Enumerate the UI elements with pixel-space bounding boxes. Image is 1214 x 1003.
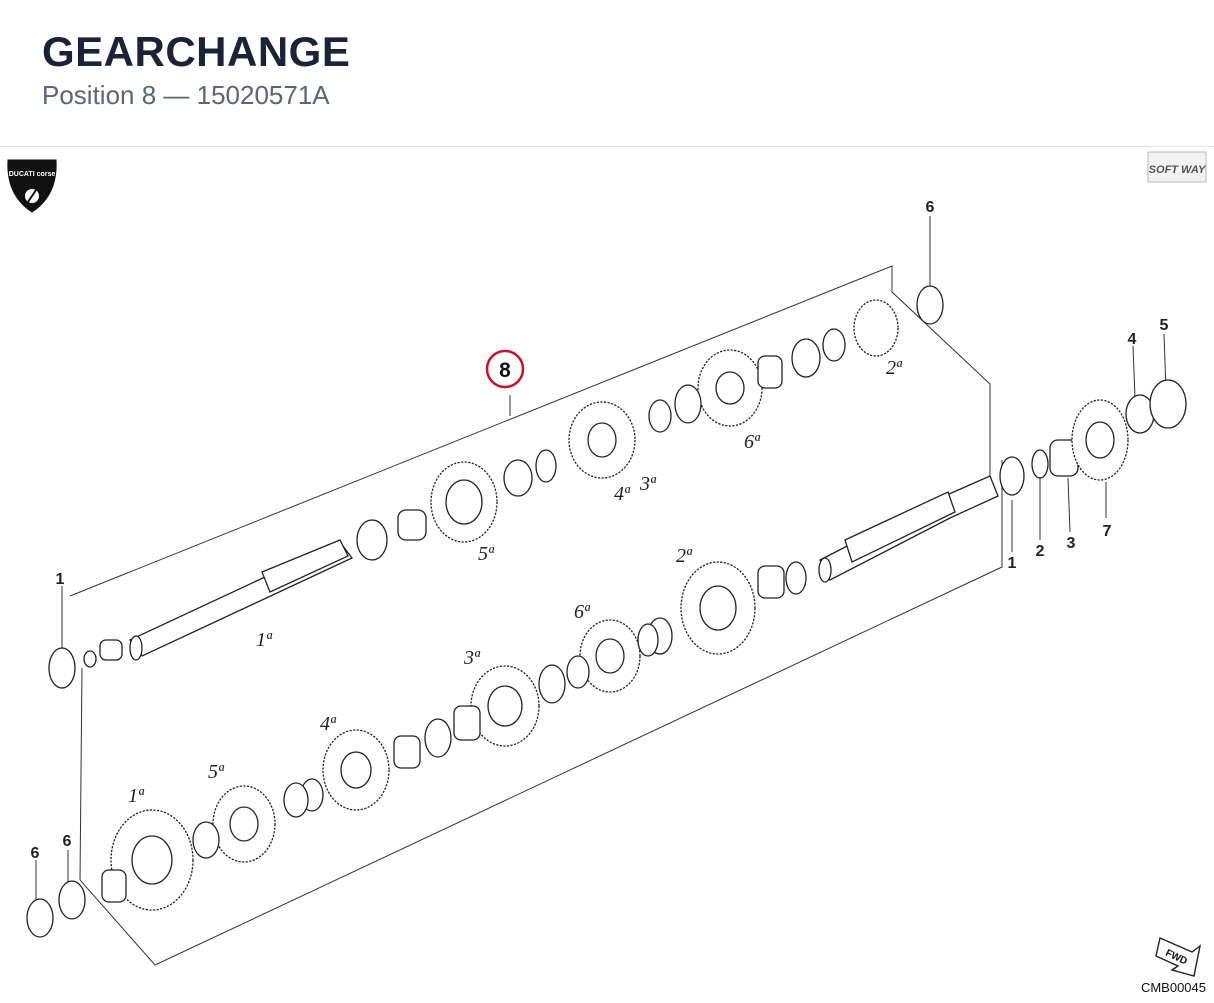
drawing-code: CMB00045	[1141, 980, 1206, 995]
highlight-label: 8	[499, 359, 511, 382]
secondary-shaft	[818, 475, 999, 583]
leader-4	[1132, 345, 1136, 399]
exploded-diagram: DUCATI corse SOFT WAY	[7, 151, 1207, 995]
primary-shaft	[128, 539, 354, 661]
gear-label-bot-1: 1ª	[128, 785, 145, 807]
callout-6-top[interactable]: 6	[926, 199, 935, 216]
callout-6-bl2[interactable]: 6	[63, 833, 72, 850]
gear-top-2	[853, 299, 899, 357]
softway-logo-text: SOFT WAY	[1149, 164, 1207, 176]
softway-logo: SOFT WAY	[1147, 151, 1207, 183]
callout-6-bl1[interactable]: 6	[31, 845, 40, 862]
gear-top-5	[430, 461, 498, 543]
frame-top-upper	[69, 265, 991, 597]
callout-1-left[interactable]: 1	[56, 571, 65, 588]
gear-label-top-2: 2ª	[886, 357, 903, 379]
ducati-logo-text: DUCATI corse	[9, 171, 56, 178]
gear-bot-2	[680, 561, 756, 655]
page-header: GEARCHANGE Position 8 — 15020571A	[0, 0, 1214, 147]
gear-top-4-3	[568, 401, 636, 479]
gear-top-6	[697, 349, 763, 427]
callout-2[interactable]: 2	[1036, 543, 1045, 560]
primary-small-parts	[48, 509, 427, 689]
gear-label-bot-6: 6ª	[574, 601, 591, 623]
secondary-rings	[26, 561, 807, 938]
highlight-callout-8[interactable]: 8	[485, 349, 525, 389]
output-parts	[999, 379, 1187, 496]
callout-3[interactable]: 3	[1067, 535, 1076, 552]
gear-label-top-5: 5ª	[478, 543, 495, 565]
gear-bot-4	[322, 729, 390, 811]
gear-bot-3	[470, 665, 540, 747]
callout-1-right[interactable]: 1	[1008, 555, 1017, 572]
gear-label-top-4: 4ª	[614, 483, 631, 505]
gear-label-top-3: 3ª	[639, 473, 657, 495]
gear-label-top-1: 1ª	[256, 629, 273, 651]
leader-3	[1067, 477, 1071, 533]
page-title: GEARCHANGE	[42, 28, 351, 75]
callout-4[interactable]: 4	[1128, 331, 1137, 348]
fwd-arrow-icon: FWD	[1155, 937, 1202, 977]
gear-bot-5	[212, 785, 276, 863]
callout-5[interactable]: 5	[1160, 317, 1169, 334]
gear-label-bot-2: 2ª	[676, 545, 693, 567]
ducati-corse-logo: DUCATI corse	[7, 159, 57, 213]
gear-bot-6	[579, 619, 641, 693]
gear-bot-1	[110, 809, 194, 911]
gear-label-top-6: 6ª	[744, 431, 761, 453]
gear-label-bot-4: 4ª	[320, 713, 337, 735]
gear-label-bot-3: 3ª	[463, 647, 481, 669]
frame-lower	[79, 460, 1003, 966]
page-subtitle: Position 8 — 15020571A	[42, 80, 330, 110]
callout-7[interactable]: 7	[1103, 523, 1112, 540]
primary-rings	[503, 285, 944, 497]
gear-label-bot-5: 5ª	[208, 761, 225, 783]
